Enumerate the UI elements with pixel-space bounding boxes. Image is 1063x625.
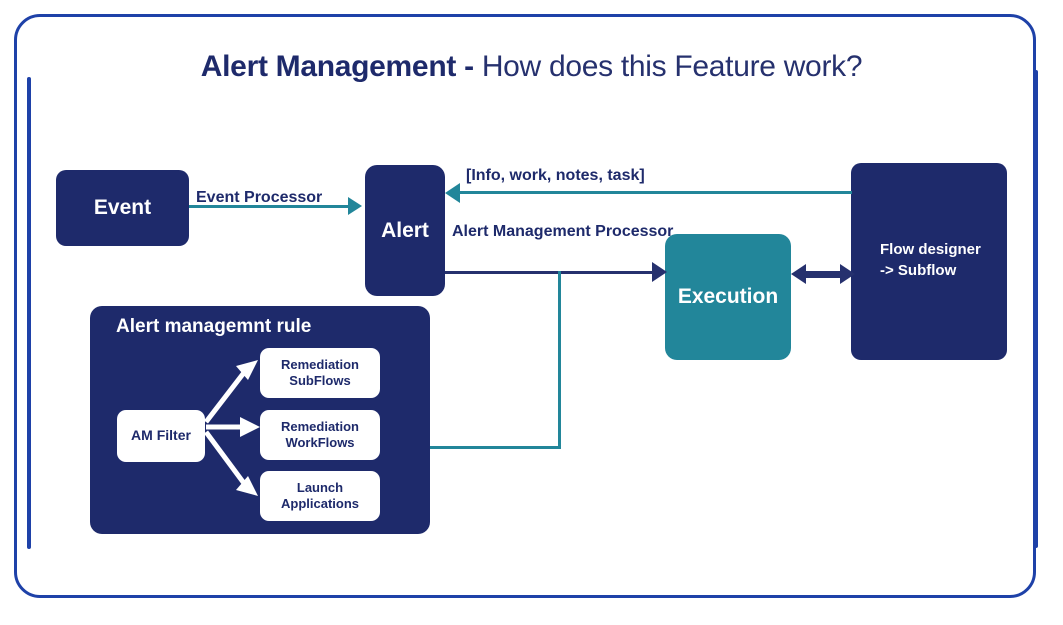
edge-execution-flowdesigner-arrowhead-left: [791, 264, 806, 284]
edge-alert-to-execution-arrowhead: [652, 262, 667, 282]
page-title-strong: Alert Management -: [200, 50, 474, 83]
fanout-arrows-group: [203, 360, 260, 496]
node-alert-label: Alert: [381, 218, 429, 242]
node-remediation-workflows-label: Remediation WorkFlows: [280, 418, 359, 450]
fanout-arrow-launch: [203, 430, 258, 496]
node-alert[interactable]: Alert: [365, 165, 445, 296]
panel-title: Alert managemnt rule: [116, 316, 312, 337]
node-launch-applications-label: Launch Applications: [280, 479, 359, 511]
node-event-label: Event: [93, 196, 152, 219]
node-remediation-subflows[interactable]: Remediation SubFlows: [260, 348, 380, 398]
edge-label-info-task: [Info, work, notes, task]: [466, 167, 645, 184]
node-am-filter[interactable]: AM Filter: [117, 410, 205, 462]
edge-alert-to-execution-line: [445, 271, 655, 274]
edge-execution-flowdesigner-line: [800, 271, 845, 278]
edge-rule-to-processor-vertical: [558, 271, 561, 449]
node-launch-applications[interactable]: Launch Applications: [260, 471, 380, 521]
edge-label-event-processor: Event Processor: [196, 189, 323, 206]
node-event[interactable]: Event: [56, 170, 189, 246]
edge-flowdesigner-to-alert-arrowhead: [445, 183, 460, 203]
edge-event-to-alert-arrowhead: [348, 197, 362, 215]
page-title: Alert Management - How does this Feature…: [0, 50, 1063, 84]
edge-event-to-alert-line: [189, 205, 348, 208]
node-flow-designer-label: Flow designer -> Subflow: [880, 241, 981, 279]
edge-rule-to-processor-horizontal: [430, 446, 561, 449]
node-execution-label: Execution: [677, 285, 779, 308]
frame-accent-right: [1034, 70, 1038, 548]
edge-flowdesigner-to-alert-line: [460, 191, 852, 194]
frame-accent-left: [27, 77, 31, 549]
fanout-arrow-subflows: [204, 360, 258, 424]
node-am-filter-label: AM Filter: [131, 427, 191, 444]
edge-execution-flowdesigner-arrowhead-right: [840, 264, 855, 284]
node-remediation-subflows-label: Remediation SubFlows: [280, 356, 359, 388]
page-title-light: How does this Feature work?: [481, 50, 863, 83]
fanout-arrow-workflows: [206, 417, 260, 437]
node-remediation-workflows[interactable]: Remediation WorkFlows: [260, 410, 380, 460]
node-execution[interactable]: Execution: [665, 234, 791, 360]
edge-label-alert-management-processor: Alert Management Processor: [452, 223, 674, 240]
node-flow-designer[interactable]: Flow designer -> Subflow: [851, 163, 1007, 360]
